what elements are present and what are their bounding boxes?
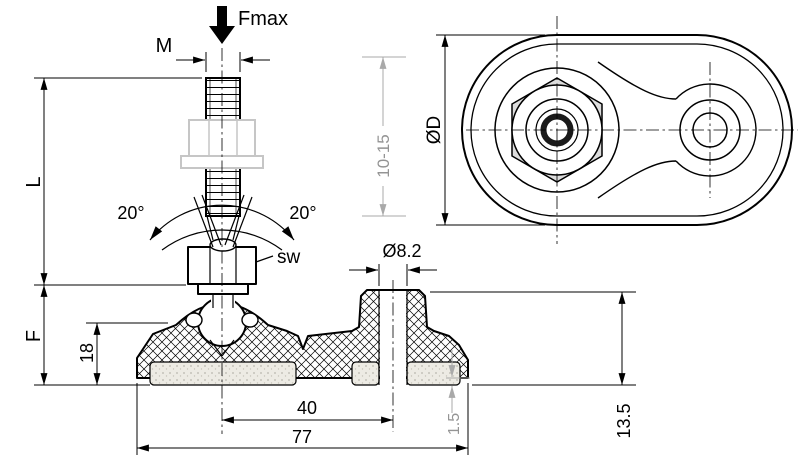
diameter-label: ØD: [424, 116, 445, 145]
dim-pad-thickness: [446, 350, 470, 413]
base-height-label: 18: [77, 343, 97, 363]
foot-height-label: F: [23, 330, 45, 342]
hole-dia-label: Ø8.2: [382, 241, 421, 261]
thread-size-label: M: [156, 35, 173, 57]
hole-spacing-label: 40: [297, 398, 317, 418]
dim-hole-dia: [349, 264, 437, 286]
dim-18: [86, 322, 168, 385]
dim-13-5: [430, 291, 636, 386]
wrench-label: sw: [277, 247, 301, 268]
right-cavity: [241, 312, 259, 328]
right-pad-left: [351, 361, 380, 386]
tilt-angle-left-label: 20°: [117, 203, 144, 223]
left-cavity: [185, 312, 203, 328]
side-view: Fmax M L F 20° 20° 10-15 sw 18 Ø8.2 40 7…: [23, 6, 636, 455]
stud-ball-top: [209, 238, 237, 252]
base-length-label: 77: [292, 427, 312, 447]
ball-pin: [211, 292, 235, 308]
left-pad: [149, 361, 297, 386]
tilt-angle-right-label: 20°: [289, 203, 316, 223]
dim-diameter: ØD: [424, 34, 545, 226]
top-view: ØD: [424, 16, 798, 244]
length-label: L: [23, 176, 45, 187]
web-outline: [597, 61, 757, 199]
adjust-range-label: 10-15: [374, 134, 393, 177]
force-arrow-icon: [209, 6, 235, 44]
tilt-arcs: [149, 194, 295, 251]
dim-adjust-range: [362, 56, 406, 217]
dim-thread: [176, 52, 270, 72]
right-height-label: 13.5: [614, 403, 634, 438]
fmax-label: Fmax: [238, 8, 288, 30]
dim-L-F: [34, 77, 202, 386]
wrench-callout: sw: [255, 247, 301, 268]
pad-thickness-label: 1.5: [446, 413, 463, 435]
dim-77: [136, 383, 469, 455]
